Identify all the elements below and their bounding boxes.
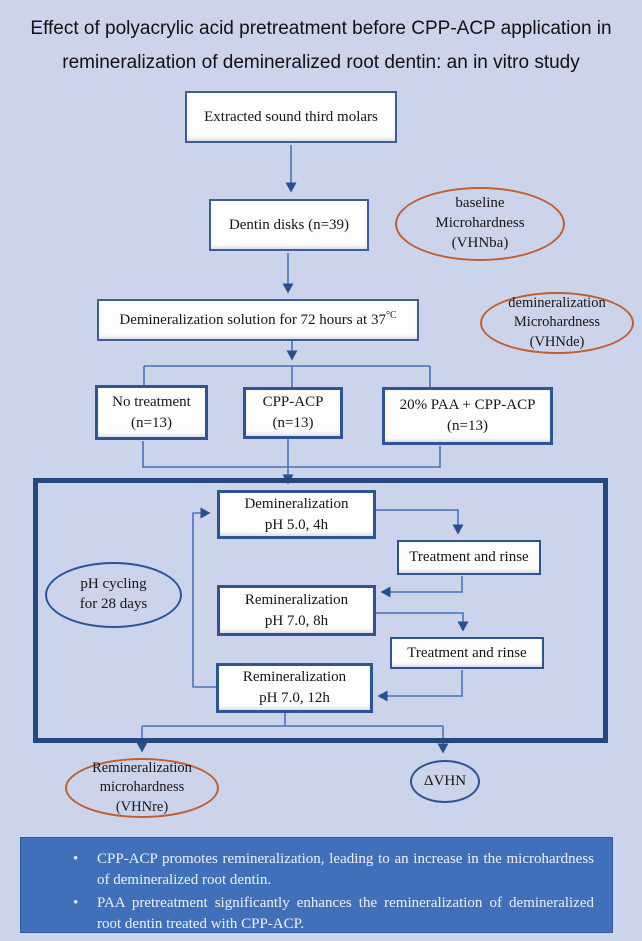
ph-cycling-container — [33, 478, 608, 743]
conclusion-text-1: CPP-ACP promotes remineralization, leadi… — [97, 851, 594, 888]
box-extracted-molars: Extracted sound third molars — [185, 91, 397, 143]
vhnre-line1: Remineralization — [92, 760, 192, 777]
box-cycle-remineralization-8h: Remineralization pH 7.0, 8h — [217, 585, 376, 636]
box-cycle-demineralization: Demineralization pH 5.0, 4h — [217, 490, 376, 539]
conclusion-item: • PAA pretreatment significantly enhance… — [73, 893, 596, 935]
demin-solution-degree: °C — [385, 309, 397, 321]
demin-ellipse-line3: (VHNde) — [529, 333, 585, 350]
treatment-rinse-2-label: Treatment and rinse — [407, 644, 527, 661]
baseline-line1: baseline — [455, 195, 505, 212]
treatment-rinse-1-label: Treatment and rinse — [409, 549, 529, 565]
box-group-paa-cpp-acp: 20% PAA + CPP-ACP (n=13) — [382, 387, 553, 445]
box-group-no-treatment: No treatment (n=13) — [95, 385, 208, 440]
bullet-icon: • — [73, 851, 79, 867]
baseline-line3: (VHNba) — [451, 234, 509, 251]
ellipse-baseline-microhardness: baseline Microhardness (VHNba) — [395, 187, 565, 261]
box-cycle-remineralization-12h: Remineralization pH 7.0, 12h — [216, 663, 373, 713]
cycle-remin8-line1: Remineralization — [244, 591, 349, 608]
ph-cycling-line1: pH cycling — [80, 576, 147, 593]
figure-title: Effect of polyacrylic acid pretreatment … — [0, 0, 642, 80]
figure-title-line2: remineralization of demineralized root d… — [62, 52, 580, 73]
ph-cycling-line2: for 28 days — [79, 596, 148, 612]
box-dentin-disks-label: Dentin disks (n=39) — [228, 216, 350, 233]
cpp-acp-line1: CPP-ACP — [262, 394, 324, 410]
demin-ellipse-line2: Microhardness — [513, 314, 601, 331]
conclusions-panel: • CPP-ACP promotes remineralization, lea… — [20, 837, 613, 933]
cpp-acp-line2: (n=13) — [272, 415, 314, 431]
conclusion-item: • CPP-ACP promotes remineralization, lea… — [73, 849, 596, 891]
box-treatment-rinse-1: Treatment and rinse — [397, 540, 541, 575]
box-group-cpp-acp: CPP-ACP (n=13) — [243, 387, 343, 439]
no-treatment-line1: No treatment — [112, 393, 191, 410]
baseline-line2: Microhardness — [435, 215, 525, 232]
box-demineralization-solution-label: Demineralization solution for 72 hours a… — [119, 310, 396, 331]
box-extracted-molars-label: Extracted sound third molars — [204, 108, 378, 125]
box-demineralization-solution: Demineralization solution for 72 hours a… — [97, 299, 419, 341]
cycle-remin12-line2: pH 7.0, 12h — [259, 690, 330, 706]
vhnre-line3: (VHNre) — [115, 798, 169, 815]
vhnre-line2: microhardness — [99, 779, 185, 796]
demin-ellipse-line1: demineralization — [508, 295, 606, 312]
delta-vhn-label: ΔVHN — [423, 772, 467, 789]
ellipse-delta-vhn: ΔVHN — [410, 760, 480, 803]
figure-title-line1: Effect of polyacrylic acid pretreatment … — [30, 18, 612, 39]
demin-solution-text: Demineralization solution for 72 hours a… — [119, 311, 386, 328]
box-dentin-disks: Dentin disks (n=39) — [209, 199, 369, 251]
cycle-remin8-line2: pH 7.0, 8h — [264, 612, 329, 629]
cycle-demin-line1: Demineralization — [244, 495, 349, 512]
ellipse-ph-cycling: pH cycling for 28 days — [45, 562, 182, 628]
bullet-icon: • — [73, 895, 79, 911]
conclusion-text-2: PAA pretreatment significantly enhances … — [97, 895, 594, 932]
paa-line2: (n=13) — [447, 418, 488, 434]
cycle-remin12-line1: Remineralization — [242, 669, 347, 685]
no-treatment-line2: (n=13) — [131, 414, 172, 431]
paa-line1: 20% PAA + CPP-ACP — [399, 397, 536, 413]
ellipse-demineralization-microhardness: demineralization Microhardness (VHNde) — [480, 292, 634, 354]
ellipse-remineralization-microhardness: Remineralization microhardness (VHNre) — [65, 758, 219, 818]
cycle-demin-line2: pH 5.0, 4h — [264, 516, 329, 533]
box-treatment-rinse-2: Treatment and rinse — [390, 637, 544, 669]
